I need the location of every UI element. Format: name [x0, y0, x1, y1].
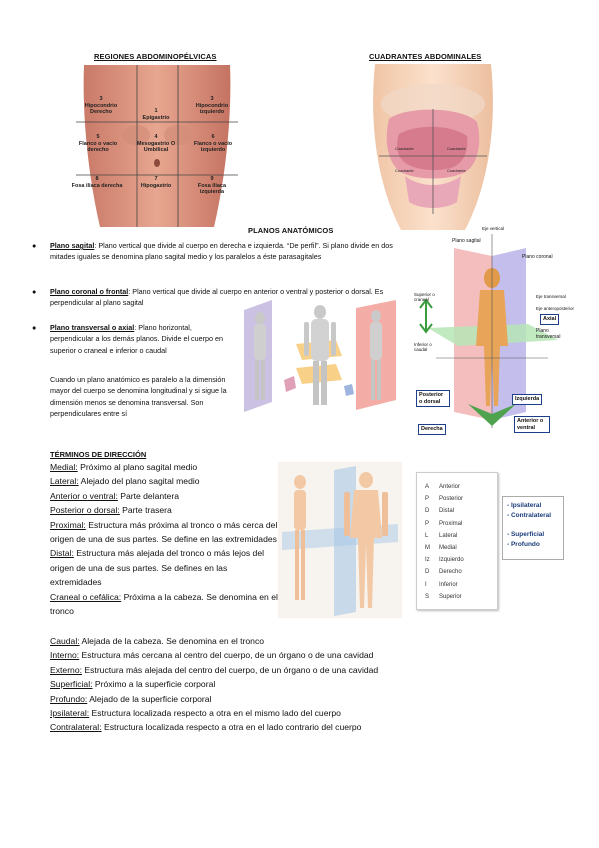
list-item: Posterior o dorsal: Parte trasera — [50, 505, 172, 516]
directions-title: TÉRMINOS DE DIRECCIÓN — [50, 450, 147, 459]
list-item: Interno: Estructura más cercana al centr… — [50, 650, 374, 661]
bullet-icon: ● — [32, 241, 37, 250]
extra-term: - Ipsilateral — [507, 502, 542, 509]
directions-list-wide: Caudal: Alejada de la cabeza. Se denomin… — [50, 634, 550, 735]
regions-title: REGIONES ABDOMINOPÉLVICAS — [94, 52, 217, 61]
plane-item-transversal: ● Plano transversal o axial: Plano horiz… — [32, 323, 224, 355]
label-eje-transversal: Eje transversal — [536, 294, 566, 299]
label-inferior: Inferior o caudal — [414, 342, 432, 352]
list-item: Craneal o cefálica: Próxima a la cabeza.… — [50, 591, 278, 617]
planes-figures — [236, 298, 404, 414]
plane-item-sagital: ● Plano sagital: Plano vertical que divi… — [32, 241, 393, 262]
list-item: Distal: Estructura más alejada del tronc… — [50, 548, 265, 588]
bullet-icon: ● — [32, 287, 37, 296]
svg-text:Cuadrante: Cuadrante — [447, 146, 466, 151]
plane-item-coronal: ● Plano coronal o frontal: Plano vertica… — [32, 287, 384, 308]
list-item: Proximal: Estructura más próxima al tron… — [50, 519, 278, 545]
extra-term: - Superficial — [507, 531, 545, 538]
label-eje-anteroposterior: Eje anteroposterior — [536, 306, 575, 311]
svg-text:Cuadrante: Cuadrante — [395, 168, 414, 173]
list-item: Profundo: Alejado de la superficie corpo… — [50, 693, 212, 704]
extra-term: - Profundo — [507, 540, 540, 548]
label-anterior: Anterior o ventral — [514, 416, 550, 433]
list-item: Superficial: Próximo a la superficie cor… — [50, 679, 216, 690]
bullet-icon: ● — [32, 323, 37, 332]
body-planes-illustration — [244, 300, 396, 412]
label-eje-vertical: Eje vertical — [482, 226, 505, 231]
regions-image — [76, 65, 238, 227]
label-posterior: Posterior o dorsal — [416, 390, 450, 407]
list-item: Medial: Próximo al plano sagital medio — [50, 462, 198, 472]
label-izquierda: Izquierda — [512, 394, 543, 405]
quadrants-title: CUADRANTES ABDOMINALES — [369, 52, 482, 61]
svg-text:Cuadrante: Cuadrante — [395, 146, 414, 151]
label-plano-sagital: Plano sagital — [452, 238, 481, 244]
label-plano-transversal: Plano transversal — [536, 328, 561, 340]
label-derecha: Derecha — [418, 424, 446, 435]
directions-list: Medial: Próximo al plano sagital medio L… — [50, 460, 278, 618]
label-axial: Axial — [540, 314, 560, 325]
list-item: Externo: Estructura más alejada del cent… — [50, 664, 379, 675]
list-item: Lateral: Alejado del plano sagital medio — [50, 476, 200, 487]
quadrants-illustration: Cuadrante Cuadrante Cuadrante Cuadrante — [373, 64, 493, 230]
list-item: Caudal: Alejada de la cabeza. Se denomin… — [50, 636, 265, 646]
abdomen-photo — [76, 65, 238, 227]
planes-note: Cuando un plano anatómico es paralelo a … — [50, 375, 227, 419]
quadrants-image: Cuadrante Cuadrante Cuadrante Cuadrante — [365, 64, 501, 230]
axes-illustration — [419, 234, 558, 428]
direction-figures — [278, 462, 402, 618]
list-item: Ipsilateral: Estructura localizada respe… — [50, 708, 341, 719]
laterality-box: - Ipsilateral - Contralateral - Superfic… — [502, 496, 564, 560]
planes-axes-diagram — [408, 228, 570, 436]
planes-title: PLANOS ANATÓMICOS — [248, 226, 334, 235]
label-superior: Superior o craneal — [414, 292, 435, 302]
svg-text:Cuadrante: Cuadrante — [447, 168, 466, 173]
extra-term: - Contralateral — [507, 511, 552, 519]
list-item: Contralateral: Estructura localizada res… — [50, 722, 362, 733]
label-plano-coronal: Plano coronal — [522, 254, 553, 260]
direction-body-illustration — [278, 462, 402, 618]
list-item: Anterior o ventral: Parte delantera — [50, 490, 179, 501]
